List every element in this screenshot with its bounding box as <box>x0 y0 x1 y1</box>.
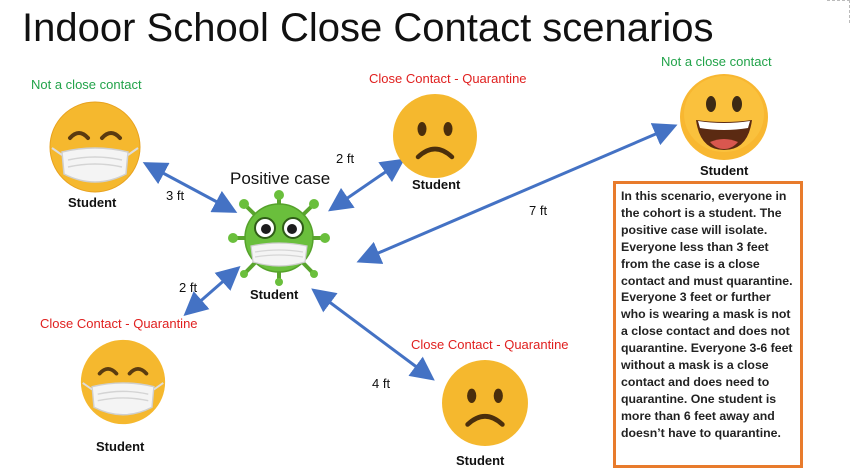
student-label: Student <box>456 453 505 468</box>
student-label: Student <box>250 287 299 302</box>
status-label: Close Contact - Quarantine <box>369 71 527 86</box>
distance-label: 7 ft <box>529 203 548 218</box>
student-label: Student <box>96 439 145 454</box>
arrow-2ft-top <box>328 158 405 212</box>
student-label: Student <box>700 163 749 178</box>
arrow-4ft <box>311 288 435 381</box>
virus-icon <box>228 190 330 286</box>
sad-face-icon <box>393 94 477 178</box>
distance-label: 2 ft <box>336 151 355 166</box>
explanation-box: In this scenario, everyone in the cohort… <box>613 181 803 468</box>
status-label: Not a close contact <box>661 54 772 69</box>
distance-label: 4 ft <box>372 376 391 391</box>
masked-smiling-face-icon <box>80 339 166 425</box>
sad-face-icon <box>442 360 528 446</box>
student-label: Student <box>68 195 117 210</box>
page-title: Indoor School Close Contact scenarios <box>22 6 714 50</box>
arrow-2ft-bottom <box>183 266 241 316</box>
distance-label: 3 ft <box>166 188 185 203</box>
positive-case-label: Positive case <box>230 169 331 188</box>
distance-label: 2 ft <box>179 280 198 295</box>
masked-smiling-face-icon <box>49 101 141 193</box>
grinning-face-icon <box>680 74 768 160</box>
status-label: Close Contact - Quarantine <box>411 337 569 352</box>
status-label: Close Contact - Quarantine <box>40 316 198 331</box>
arrow-3ft <box>142 162 238 213</box>
status-label: Not a close contact <box>31 77 142 92</box>
student-label: Student <box>412 177 461 192</box>
arrow-7ft <box>356 123 678 264</box>
